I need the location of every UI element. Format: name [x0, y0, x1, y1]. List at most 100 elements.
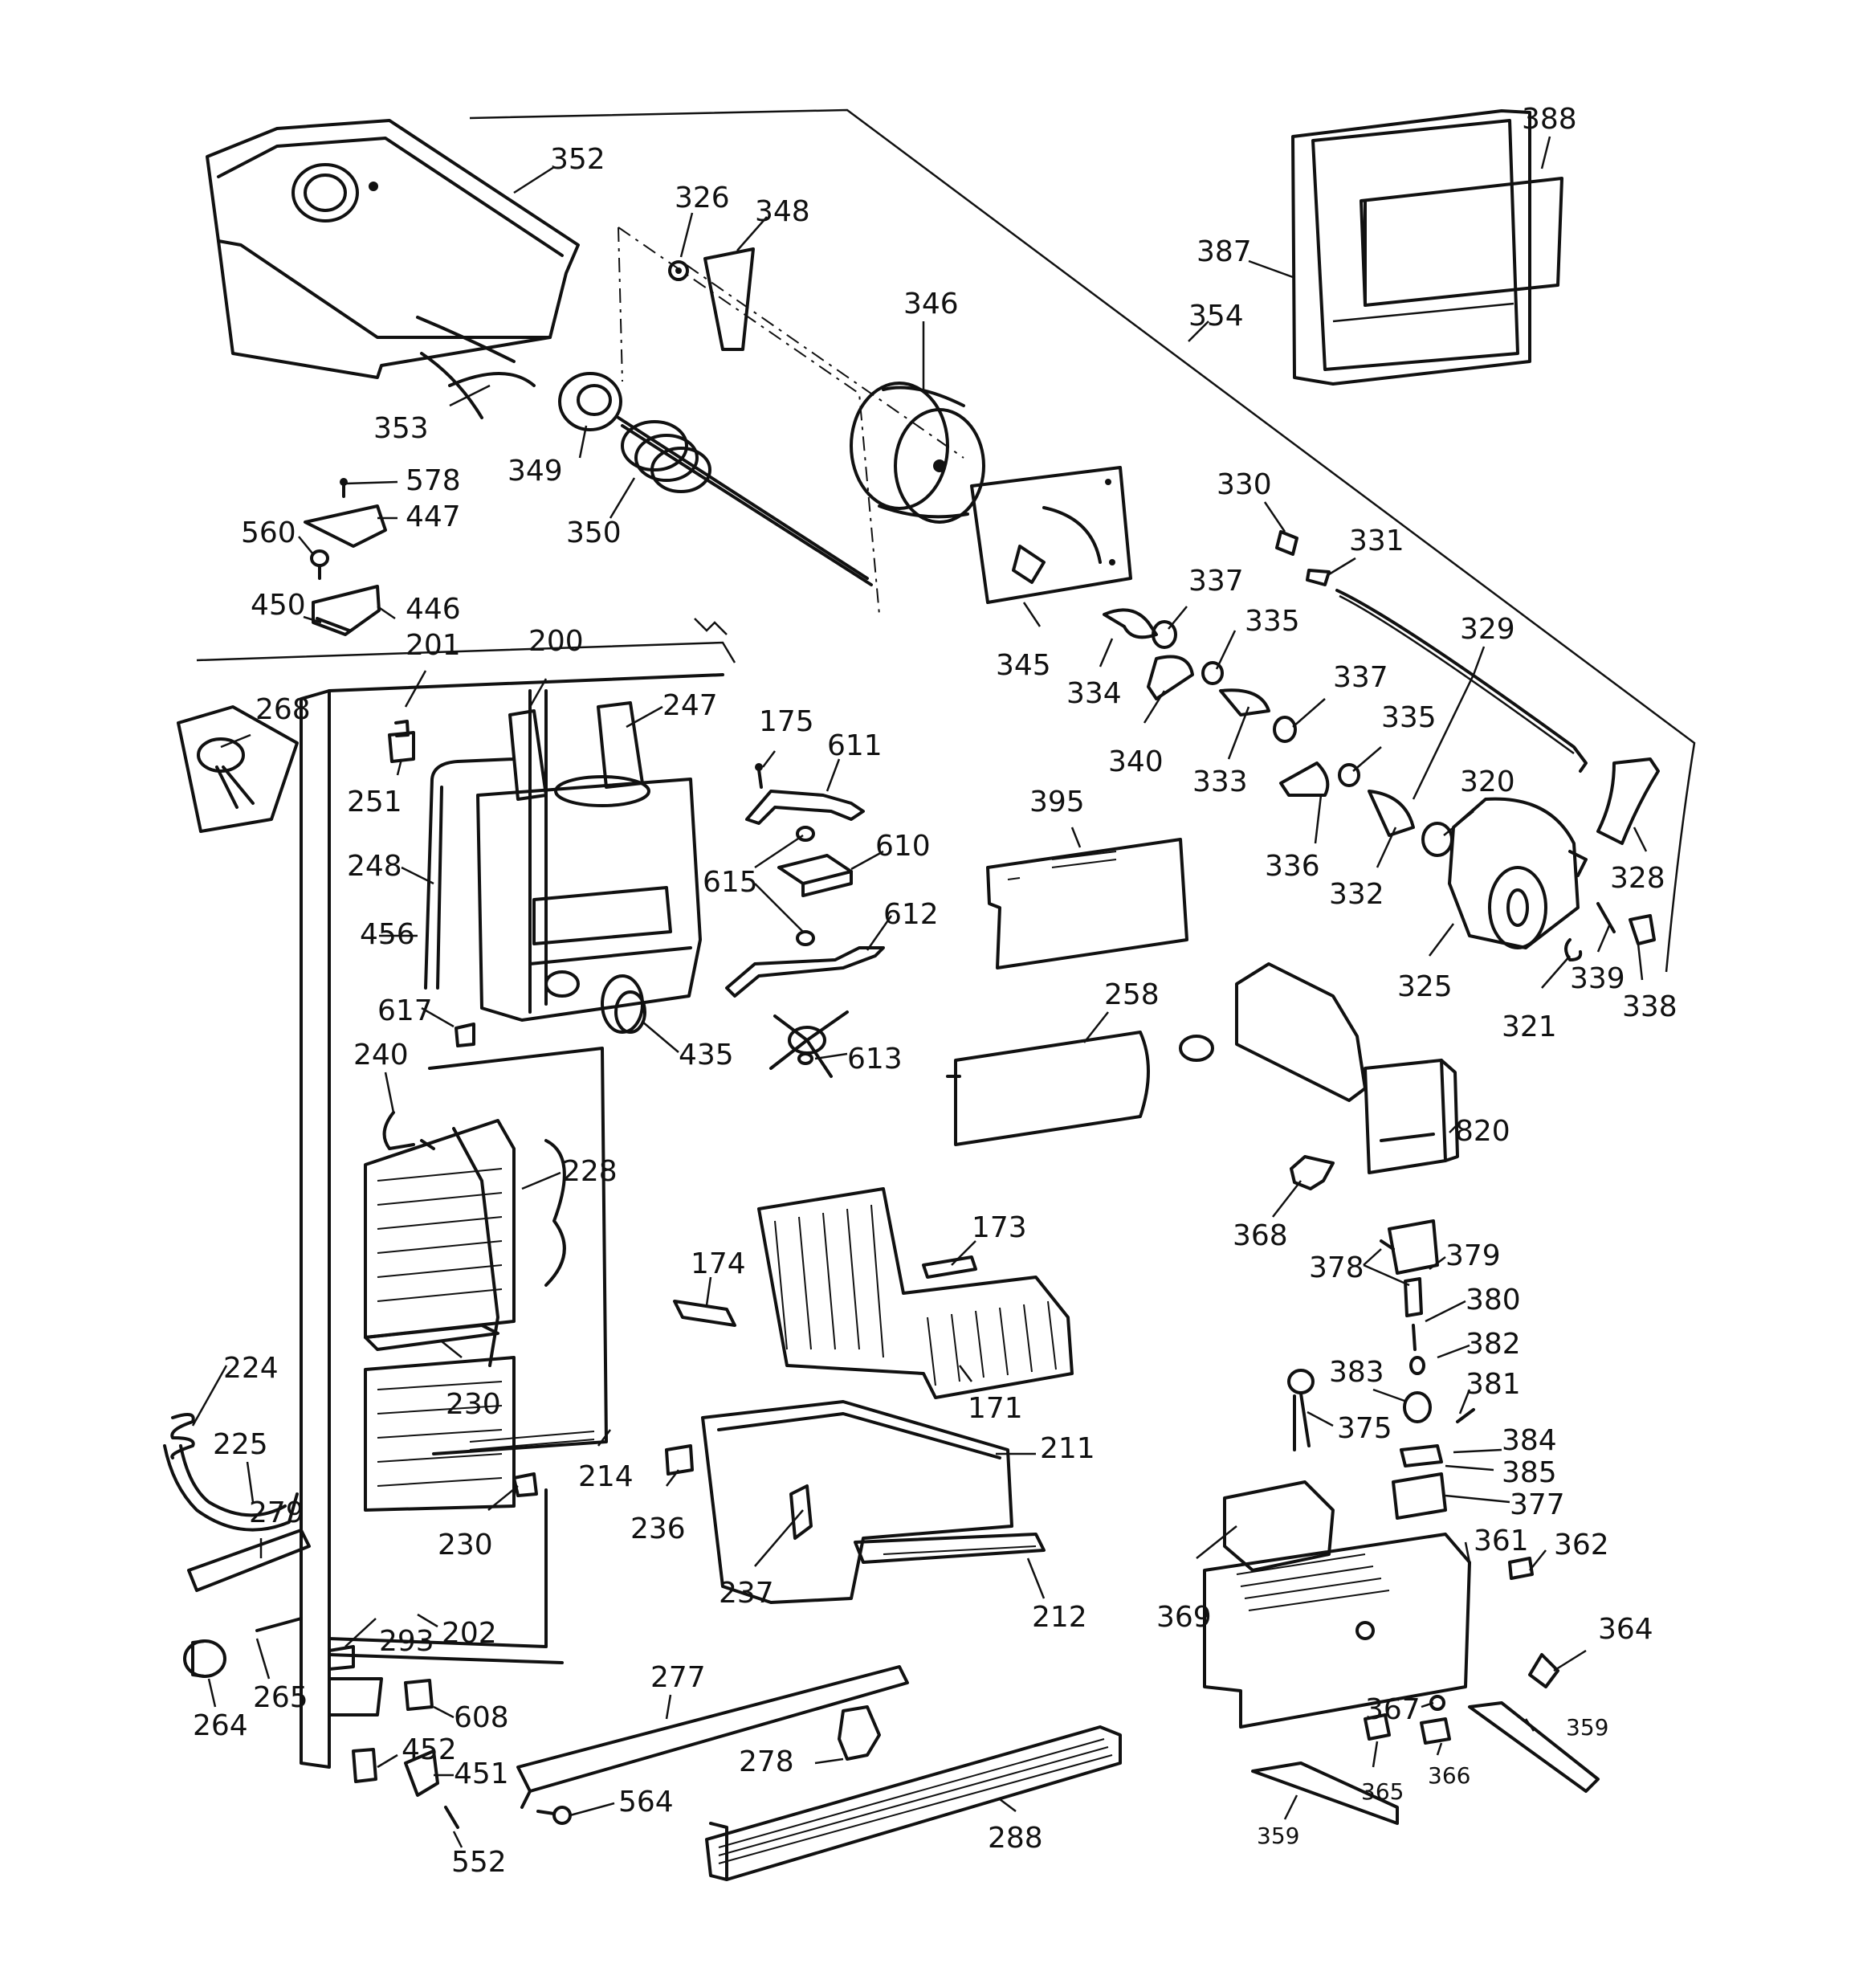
label-380: 380 — [1466, 1284, 1521, 1316]
label-331: 331 — [1349, 525, 1404, 557]
label-611: 611 — [827, 729, 883, 762]
label-288: 288 — [988, 1822, 1043, 1855]
label-268: 268 — [255, 693, 311, 726]
fan-bracket-group — [725, 763, 885, 1078]
label-385: 385 — [1502, 1456, 1557, 1489]
hinge-parts — [183, 1617, 459, 1829]
label-338: 338 — [1622, 990, 1678, 1023]
label-332: 332 — [1329, 878, 1384, 911]
bracket-368 — [1290, 1155, 1335, 1190]
label-387: 387 — [1196, 235, 1252, 268]
label-451: 451 — [454, 1757, 509, 1790]
label-820: 820 — [1455, 1115, 1510, 1148]
label-388: 388 — [1522, 103, 1577, 136]
small-parts-328-338-339-321 — [1564, 757, 1660, 961]
part-labels: 352 326 348 346 388 387 354 353 349 350 … — [193, 103, 1678, 1879]
label-379: 379 — [1445, 1239, 1501, 1272]
grille-288 — [705, 1725, 1122, 1881]
label-264: 264 — [193, 1709, 248, 1742]
label-325: 325 — [1397, 970, 1453, 1003]
label-225: 225 — [213, 1428, 268, 1461]
control-housing-361-369 — [1203, 1480, 1471, 1729]
label-612: 612 — [883, 898, 939, 931]
label-362: 362 — [1554, 1529, 1609, 1561]
label-381: 381 — [1466, 1368, 1521, 1401]
label-345: 345 — [996, 649, 1051, 682]
label-329: 329 — [1460, 613, 1515, 646]
label-613: 613 — [847, 1043, 903, 1076]
label-236: 236 — [630, 1512, 686, 1545]
label-446: 446 — [406, 593, 461, 626]
label-383: 383 — [1329, 1356, 1384, 1389]
label-615: 615 — [703, 866, 758, 899]
label-174: 174 — [691, 1247, 746, 1280]
clip-236 — [665, 1444, 694, 1476]
label-564: 564 — [618, 1786, 674, 1819]
label-349: 349 — [508, 455, 563, 488]
drum-346 — [850, 382, 985, 524]
label-247: 247 — [662, 689, 718, 722]
dispenser-door-387-388 — [1291, 109, 1563, 386]
label-346: 346 — [903, 288, 959, 320]
label-340: 340 — [1108, 745, 1164, 778]
shelf-171 — [673, 1187, 1074, 1399]
label-277: 277 — [650, 1661, 706, 1694]
label-334: 334 — [1066, 677, 1122, 710]
drain-parts-224-225-279 — [163, 1413, 311, 1592]
label-610: 610 — [875, 830, 931, 863]
label-333: 333 — [1192, 765, 1248, 798]
label-251: 251 — [347, 786, 402, 818]
label-202: 202 — [442, 1617, 497, 1650]
grommet-435 — [601, 974, 646, 1034]
label-240: 240 — [353, 1039, 409, 1072]
rail-277 — [516, 1665, 909, 1825]
label-366: 366 — [1428, 1762, 1470, 1789]
label-230b: 230 — [438, 1529, 493, 1561]
dashed-assembly-lines — [618, 227, 964, 615]
label-353: 353 — [373, 412, 429, 445]
tube-248 — [424, 757, 516, 990]
label-335b: 335 — [1381, 701, 1437, 734]
label-359a: 359 — [1566, 1714, 1608, 1741]
label-382: 382 — [1466, 1328, 1521, 1361]
auger-349-350 — [558, 372, 873, 586]
label-608: 608 — [454, 1701, 509, 1734]
label-279: 279 — [249, 1496, 304, 1529]
cabinet-liner — [300, 673, 724, 1769]
evaporator-228 — [364, 1047, 608, 1512]
hinge-cover-group — [304, 478, 387, 636]
rod-329-330-331 — [1275, 530, 1588, 773]
label-361: 361 — [1474, 1525, 1529, 1557]
washer-326-blade-348 — [668, 247, 755, 351]
heater-230 — [364, 1324, 538, 1497]
lever-stack — [1103, 608, 1453, 857]
label-368: 368 — [1233, 1219, 1288, 1252]
label-367: 367 — [1365, 1693, 1421, 1726]
label-265: 265 — [253, 1681, 308, 1714]
label-175: 175 — [759, 705, 814, 738]
label-237: 237 — [719, 1577, 774, 1610]
shield-258 — [946, 1031, 1150, 1146]
label-321: 321 — [1502, 1010, 1557, 1043]
plate-345 — [970, 466, 1132, 604]
label-377: 377 — [1510, 1488, 1565, 1521]
label-378: 378 — [1309, 1251, 1364, 1284]
label-552: 552 — [451, 1846, 507, 1879]
label-278: 278 — [739, 1745, 794, 1778]
label-171: 171 — [968, 1392, 1023, 1425]
label-212: 212 — [1032, 1601, 1087, 1634]
cover-395 — [986, 838, 1188, 970]
label-447: 447 — [406, 500, 461, 533]
label-395: 395 — [1029, 786, 1085, 818]
label-354: 354 — [1188, 300, 1244, 333]
label-328: 328 — [1610, 862, 1665, 895]
label-384: 384 — [1502, 1424, 1557, 1457]
ice-bucket-352 — [206, 119, 580, 419]
label-320: 320 — [1460, 765, 1515, 798]
assembly-outline — [196, 108, 1696, 973]
label-335a: 335 — [1245, 605, 1300, 638]
pan-211-212 — [701, 1400, 1046, 1604]
water-valve-parts — [1287, 1219, 1475, 1520]
lamp-socket-268 — [177, 705, 299, 833]
